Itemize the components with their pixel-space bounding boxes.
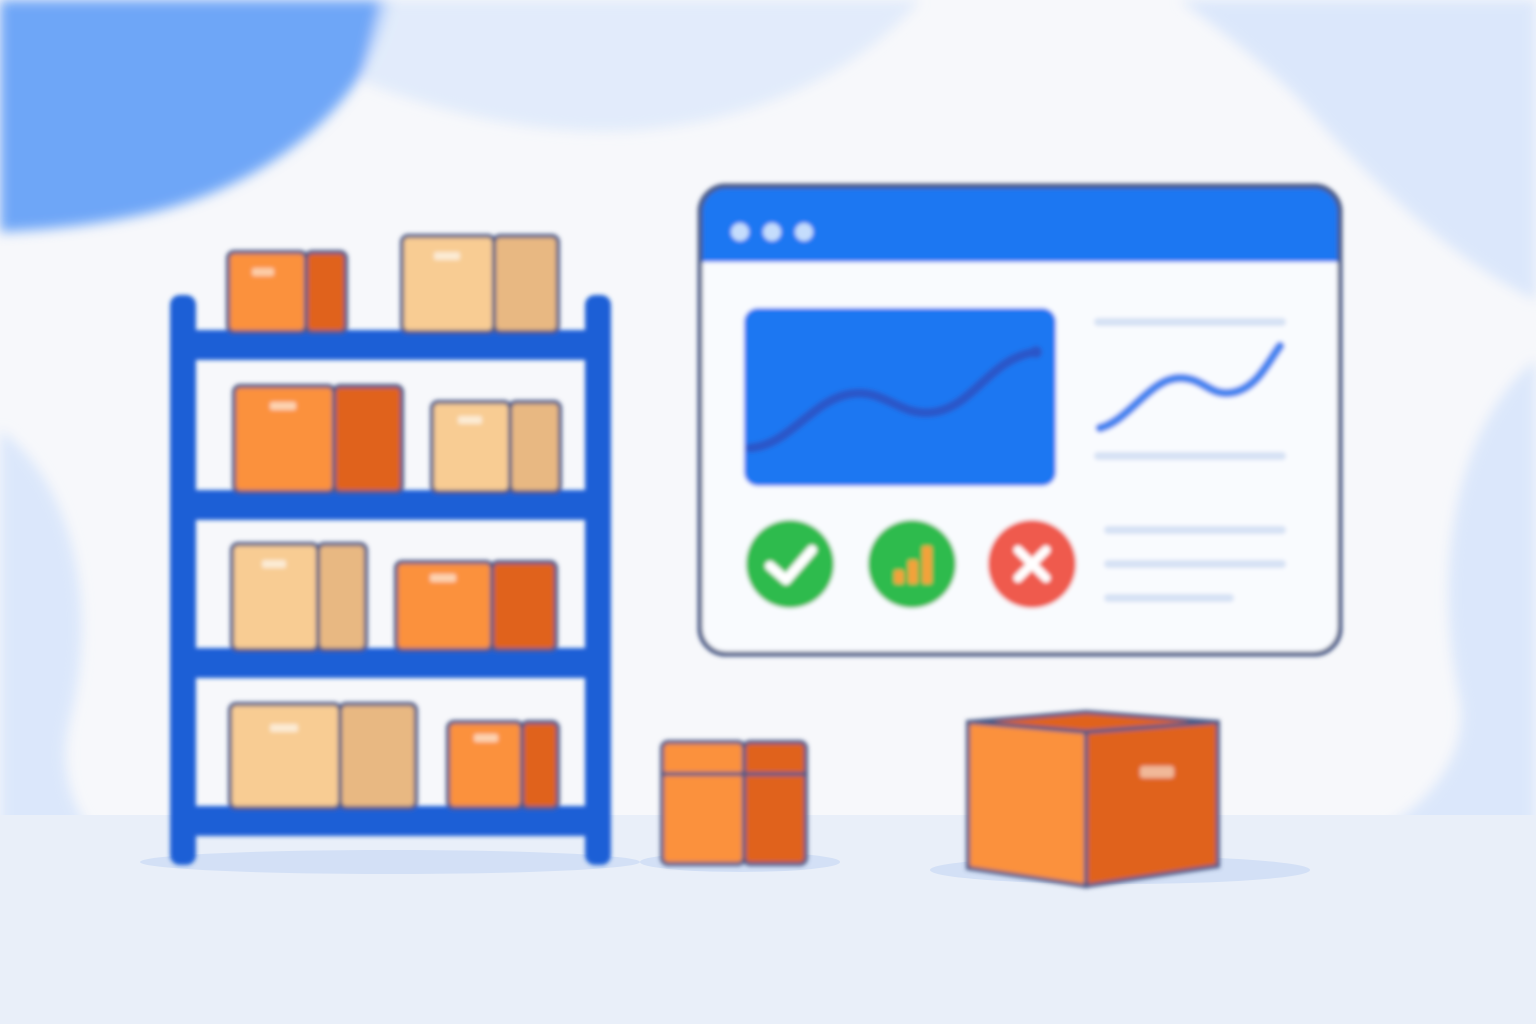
trend-line-icon bbox=[1095, 341, 1285, 433]
background-blob-topcenter bbox=[360, 0, 920, 132]
text-placeholder-line bbox=[1094, 318, 1286, 326]
text-placeholder-line bbox=[1094, 452, 1286, 460]
shelf-board-1 bbox=[180, 330, 600, 360]
dot-icon bbox=[763, 223, 781, 241]
text-placeholder-line bbox=[1104, 526, 1286, 534]
box-icon bbox=[446, 720, 560, 810]
text-placeholder-line bbox=[1104, 594, 1234, 602]
shelf-board-3 bbox=[180, 648, 600, 678]
text-placeholder-line bbox=[1104, 560, 1286, 568]
background-blob-topright bbox=[1180, 0, 1536, 300]
box-icon bbox=[232, 384, 404, 494]
chart-panel bbox=[744, 308, 1056, 486]
floor-shadow-shelf bbox=[140, 850, 640, 874]
shelving-unit bbox=[170, 234, 611, 865]
dot-icon bbox=[795, 223, 813, 241]
dot-icon bbox=[731, 223, 749, 241]
box-icon bbox=[394, 560, 558, 652]
dashboard-window bbox=[697, 183, 1343, 657]
check-circle-icon bbox=[746, 520, 834, 608]
shelf-board-4 bbox=[180, 806, 600, 836]
box-icon bbox=[228, 702, 418, 810]
line-chart-icon bbox=[745, 347, 1041, 453]
box-icon bbox=[230, 542, 368, 652]
shelf-post-left bbox=[170, 295, 196, 865]
shelf-board-2 bbox=[180, 490, 600, 520]
background-blob-left bbox=[0, 430, 120, 860]
open-box-icon bbox=[966, 709, 1220, 889]
background-blob-right bbox=[1380, 360, 1536, 830]
box-icon bbox=[226, 250, 348, 334]
background-blob-topleft bbox=[0, 0, 390, 232]
shelf-post-right bbox=[585, 295, 611, 865]
close-circle-icon bbox=[988, 520, 1076, 608]
box-icon bbox=[430, 400, 562, 494]
bar-chart-circle-icon bbox=[868, 520, 956, 608]
box-icon bbox=[660, 740, 808, 866]
box-icon bbox=[400, 234, 560, 334]
